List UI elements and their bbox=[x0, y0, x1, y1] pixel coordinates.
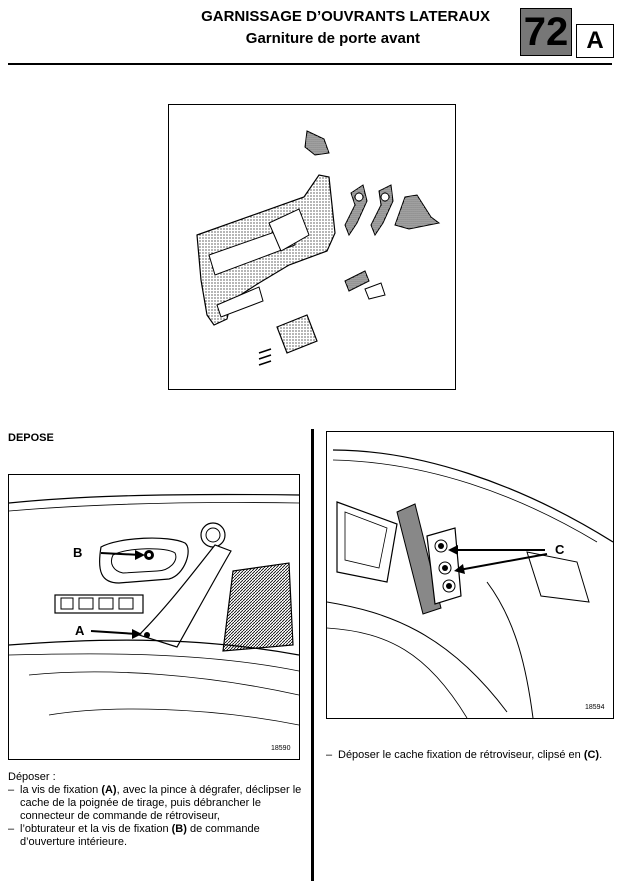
instruction-list: la vis de fixation (A), avec la pince à … bbox=[8, 784, 306, 849]
left-instructions: Déposer : la vis de fixation (A), avec l… bbox=[8, 771, 306, 849]
item-ref: (A) bbox=[101, 784, 117, 796]
section-number-badge: 72 bbox=[520, 8, 572, 56]
callout-b: B bbox=[73, 545, 83, 560]
callout-c: C bbox=[555, 542, 565, 557]
header-title: GARNISSAGE D’OUVRANTS LATERAUX bbox=[201, 8, 490, 25]
mirror-cover-figure: C 18594 bbox=[326, 431, 614, 719]
figure-ref-number: 18590 bbox=[271, 745, 291, 752]
item-text: . bbox=[599, 749, 603, 761]
page-header: GARNISSAGE D’OUVRANTS LATERAUX Garniture… bbox=[0, 8, 490, 48]
item-text: de commande d’ouverture intérieure. bbox=[20, 823, 260, 848]
list-item: Déposer le cache fixation de rétroviseur… bbox=[326, 749, 612, 762]
right-instructions: Déposer le cache fixation de rétroviseur… bbox=[326, 749, 612, 762]
column-divider bbox=[311, 429, 314, 881]
section-letter-badge: A bbox=[576, 24, 614, 58]
header-subtitle: Garniture de porte avant bbox=[245, 30, 420, 47]
door-panel-figure: B A 18590 bbox=[8, 474, 300, 760]
item-text: l’obturateur et la vis de fixation bbox=[20, 823, 172, 835]
item-text: , avec la pince à dégrafer, déclipser le… bbox=[20, 784, 302, 822]
list-item: la vis de fixation (A), avec la pince à … bbox=[8, 784, 306, 823]
item-text: la vis de fixation bbox=[20, 784, 102, 796]
exploded-door-trim-drawing bbox=[196, 130, 441, 366]
door-panel-drawing bbox=[9, 493, 299, 726]
instruction-list: Déposer le cache fixation de rétroviseur… bbox=[326, 749, 612, 762]
mirror-cover-drawing bbox=[327, 449, 613, 718]
item-text: Déposer le cache fixation de rétroviseur… bbox=[338, 749, 584, 761]
callout-a: A bbox=[75, 623, 85, 638]
instructions-intro: Déposer : bbox=[8, 771, 56, 783]
header-rule bbox=[8, 63, 612, 65]
section-heading: DEPOSE bbox=[8, 432, 54, 444]
figure-ref-number: 18594 bbox=[585, 704, 605, 711]
exploded-view-figure bbox=[168, 104, 456, 390]
item-ref: (B) bbox=[171, 823, 187, 835]
item-ref: (C) bbox=[583, 749, 600, 761]
list-item: l’obturateur et la vis de fixation (B) d… bbox=[8, 823, 306, 849]
